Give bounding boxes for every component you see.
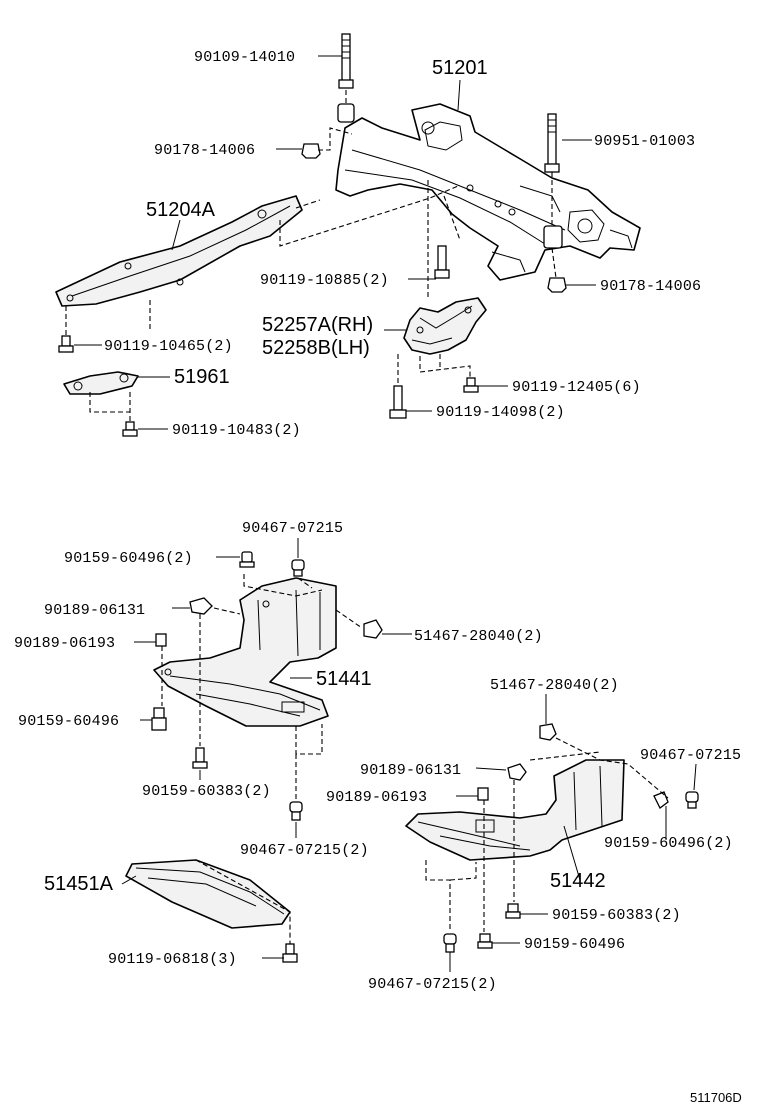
bolt-90159-60383-b [505, 903, 521, 919]
clip-90467-07215-d [443, 933, 457, 953]
label-90159-60496-b: 90159-60496 [18, 713, 119, 730]
bolt-90159-60383-a [192, 747, 208, 769]
label-90159-60383-a: 90159-60383(2) [142, 783, 271, 800]
label-51961: 51961 [174, 366, 230, 388]
label-90119-10465: 90119-10465(2) [104, 338, 233, 355]
clip-90467-07215-c [289, 801, 303, 821]
label-90467-07215-a: 90467-07215 [242, 520, 343, 537]
stud-90109-14010 [338, 33, 354, 89]
label-51204A: 51204A [146, 199, 216, 221]
clip-51467-28040-a [363, 619, 383, 639]
clip-51467-28040-b [539, 723, 557, 741]
brace-51204A [55, 195, 303, 307]
bolt-90119-10885 [434, 245, 450, 279]
label-90467-07215-c: 90467-07215(2) [240, 842, 369, 859]
label-51467-28040-b: 51467-28040(2) [490, 677, 619, 694]
bolt-90119-12405 [463, 377, 479, 393]
nut-90178-14006-left [301, 143, 321, 159]
bushing-top-left [337, 103, 355, 123]
label-90159-60383-b: 90159-60383(2) [552, 907, 681, 924]
label-90189-06131-b: 90189-06131 [360, 762, 461, 779]
clip-90467-07215-b [685, 791, 699, 809]
label-90119-10483: 90119-10483(2) [172, 422, 301, 439]
label-90467-07215-b: 90467-07215 [640, 747, 741, 764]
reference-code: 511706D [690, 1090, 742, 1105]
label-90467-07215-d: 90467-07215(2) [368, 976, 497, 993]
label-51442: 51442 [550, 870, 606, 892]
bolt-90119-10465 [58, 335, 74, 353]
label-90178-14006-left: 90178-14006 [154, 142, 255, 159]
label-51451A: 51451A [44, 873, 114, 895]
crossmember-51201 [335, 103, 641, 281]
bracket-52257A-52258B [403, 297, 487, 355]
bolt-90159-60496-a [239, 551, 255, 568]
label-90119-14098: 90119-14098(2) [436, 404, 565, 421]
panel-51451A [125, 859, 291, 929]
bolt-90159-60496-b [151, 707, 167, 731]
label-90159-60496-d: 90159-60496 [524, 936, 625, 953]
label-90159-60496-a: 90159-60496(2) [64, 550, 193, 567]
bolt-90119-14098 [389, 385, 407, 419]
label-90951-01003: 90951-01003 [594, 133, 695, 150]
label-51467-28040-a: 51467-28040(2) [414, 628, 543, 645]
bolt-90159-60496-c [653, 791, 669, 809]
nut-90189-06131-b [507, 763, 527, 781]
nut-90189-06131-a [189, 597, 213, 615]
bolt-90159-60496-d [477, 933, 493, 949]
nut-90178-14006-right [547, 277, 567, 293]
plate-51961 [63, 371, 139, 395]
under-cover-51441 [153, 577, 337, 727]
label-52258B: 52258B(LH) [262, 337, 370, 359]
leader-lines [74, 55, 697, 972]
label-51441: 51441 [316, 668, 372, 690]
nut-90189-06193-b [477, 787, 489, 801]
stud-90951-01003 [544, 113, 560, 173]
label-90119-06818: 90119-06818(3) [108, 951, 237, 968]
label-90178-14006-right: 90178-14006 [600, 278, 701, 295]
label-52257A: 52257A(RH) [262, 314, 373, 336]
bushing-right [543, 225, 563, 249]
under-cover-51442 [405, 759, 625, 861]
nut-90189-06193-a [155, 633, 167, 647]
clip-90467-07215-a [291, 559, 305, 577]
label-90109-14010: 90109-14010 [194, 49, 295, 66]
label-51201: 51201 [432, 57, 488, 79]
bolt-90119-10483 [122, 421, 138, 437]
label-90189-06131-a: 90189-06131 [44, 602, 145, 619]
label-90189-06193-b: 90189-06193 [326, 789, 427, 806]
label-90159-60496-c: 90159-60496(2) [604, 835, 733, 852]
label-90119-10885: 90119-10885(2) [260, 272, 389, 289]
label-90119-12405: 90119-12405(6) [512, 379, 641, 396]
label-90189-06193-a: 90189-06193 [14, 635, 115, 652]
bolt-90119-06818 [282, 943, 298, 963]
